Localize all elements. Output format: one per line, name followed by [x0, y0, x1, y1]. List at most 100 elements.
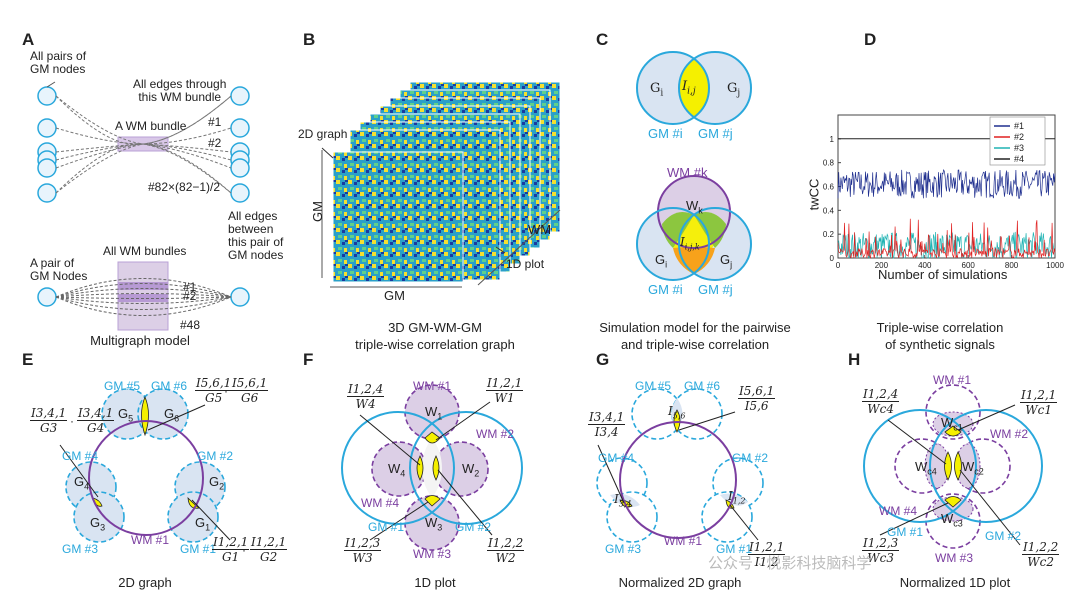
panel-letter-c: C [596, 30, 609, 49]
g-gm1-label: GM #1 [716, 542, 753, 556]
d-legend-label: #3 [1014, 143, 1024, 153]
d-legend-label: #4 [1014, 154, 1024, 164]
c-iijk-label: Ii,j,k [680, 235, 700, 252]
d-legend-label: #2 [1014, 132, 1024, 142]
c-triplewise-venn [636, 175, 752, 281]
b-caption-line2: triple-wise correlation graph [355, 337, 515, 352]
d-xtick-label: 1000 [1046, 261, 1064, 270]
b-1d-plot-label: 1D plot [506, 257, 545, 271]
d-series-line [837, 169, 1056, 199]
e-g3-label: G3 [90, 515, 106, 533]
h-gm1-circle [863, 409, 977, 523]
e-g1-circle [167, 491, 219, 543]
f-gm1-label: GM #1 [368, 520, 405, 534]
d-ytick-label: 0.8 [823, 159, 835, 168]
f-w1-label: W1 [425, 404, 443, 422]
e-g6-circle [137, 388, 189, 440]
c-gm-i2-label: GM #i [648, 282, 683, 297]
callout-line [46, 81, 56, 88]
h-wc1-label: Wc1 [941, 415, 963, 433]
e-wm1-circle [88, 420, 204, 536]
a-b48-label: #48 [180, 318, 201, 332]
e-caption: 2D graph [118, 575, 172, 590]
f-wm3-label: WM #3 [413, 547, 452, 561]
h-wc3-label: Wc3 [941, 511, 963, 529]
f-wm2-label: WM #2 [476, 427, 515, 441]
c-wk-label: Wk [686, 198, 703, 216]
g-wm1-label: WM #1 [664, 534, 703, 548]
e-gm2-label: GM #2 [197, 449, 234, 463]
c-wm-k-label: WM #k [667, 165, 708, 180]
a-all-pairs-label: All pairs of GM nodes [30, 49, 87, 76]
d-legend-label: #1 [1014, 121, 1024, 131]
g-gm2-label: GM #2 [732, 451, 769, 465]
e-g5-label: G5 [118, 406, 134, 424]
c-gj2-label: Gj [720, 252, 733, 270]
d-legend-box [989, 116, 1046, 166]
front-heatmap [332, 151, 464, 283]
e-gm3-label: GM #3 [62, 542, 99, 556]
heatmap-stack [332, 81, 561, 283]
g-caption: Normalized 2D graph [618, 575, 742, 590]
a-wm-bundle-label: A WM bundle [115, 119, 187, 133]
e-dot-121: · [242, 543, 246, 557]
f-w4-label: W4 [388, 461, 406, 479]
e-gm5-label: GM #5 [104, 379, 141, 393]
panel-letter-d: D [864, 30, 877, 49]
g-gm3-label: GM #3 [605, 542, 642, 556]
g-wm1-circle [619, 421, 737, 539]
e-g3-circle [73, 491, 125, 543]
f-gm2-circle [409, 411, 523, 525]
d-xtick-label: 0 [836, 261, 841, 270]
h-wm2-label: WM #2 [990, 427, 1029, 441]
d-ytick-label: 0.2 [823, 230, 835, 239]
e-g4-label: G4 [74, 474, 90, 492]
e-gm4-label: GM #4 [62, 449, 99, 463]
a-b1-label: #1 [183, 280, 197, 294]
h-wm4-label: WM #4 [879, 504, 918, 518]
c-pairwise-venn [636, 51, 752, 125]
d-xtick-label: 400 [918, 261, 932, 270]
d-series-line [837, 218, 1056, 259]
h-wm1-label: WM #1 [933, 373, 972, 387]
g-i12-label: I1,2 [728, 489, 746, 506]
g-gm5-label: GM #5 [635, 379, 672, 393]
e-wm1-label: WM #1 [131, 533, 170, 547]
d-xtick-label: 200 [875, 261, 889, 270]
d-series-line [837, 231, 1056, 259]
c-caption-line2: and triple-wise correlation [620, 337, 770, 352]
a-pair-label: A pair of GM Nodes [30, 256, 88, 283]
h-gm2-circle [929, 409, 1043, 523]
d-caption-line2: of synthetic signals [885, 337, 995, 352]
a-edge-last-label: #82×(82−1)/2 [148, 180, 221, 194]
a-edge2-label: #2 [208, 136, 222, 150]
g-i56-label: I5,6 [668, 404, 686, 421]
h-gm2-label: GM #2 [985, 529, 1022, 543]
e-gm6-label: GM #6 [151, 379, 188, 393]
a-all-edges-between-label: All edges between this pair of GM nodes [228, 209, 284, 262]
c-gm-j-label: GM #j [698, 126, 733, 141]
panel-letter-h: H [848, 350, 861, 369]
f-w2-label: W2 [462, 461, 480, 479]
a-edge1-label: #1 [208, 115, 222, 129]
d-ytick-label: 0.6 [823, 183, 835, 192]
panel-letter-b: B [303, 30, 316, 49]
f-wm1-label: WM #1 [413, 379, 452, 393]
c-iij-label: Ii,j [682, 79, 696, 97]
e-dot-561: · [224, 384, 228, 398]
f-caption: 1D plot [414, 575, 456, 590]
